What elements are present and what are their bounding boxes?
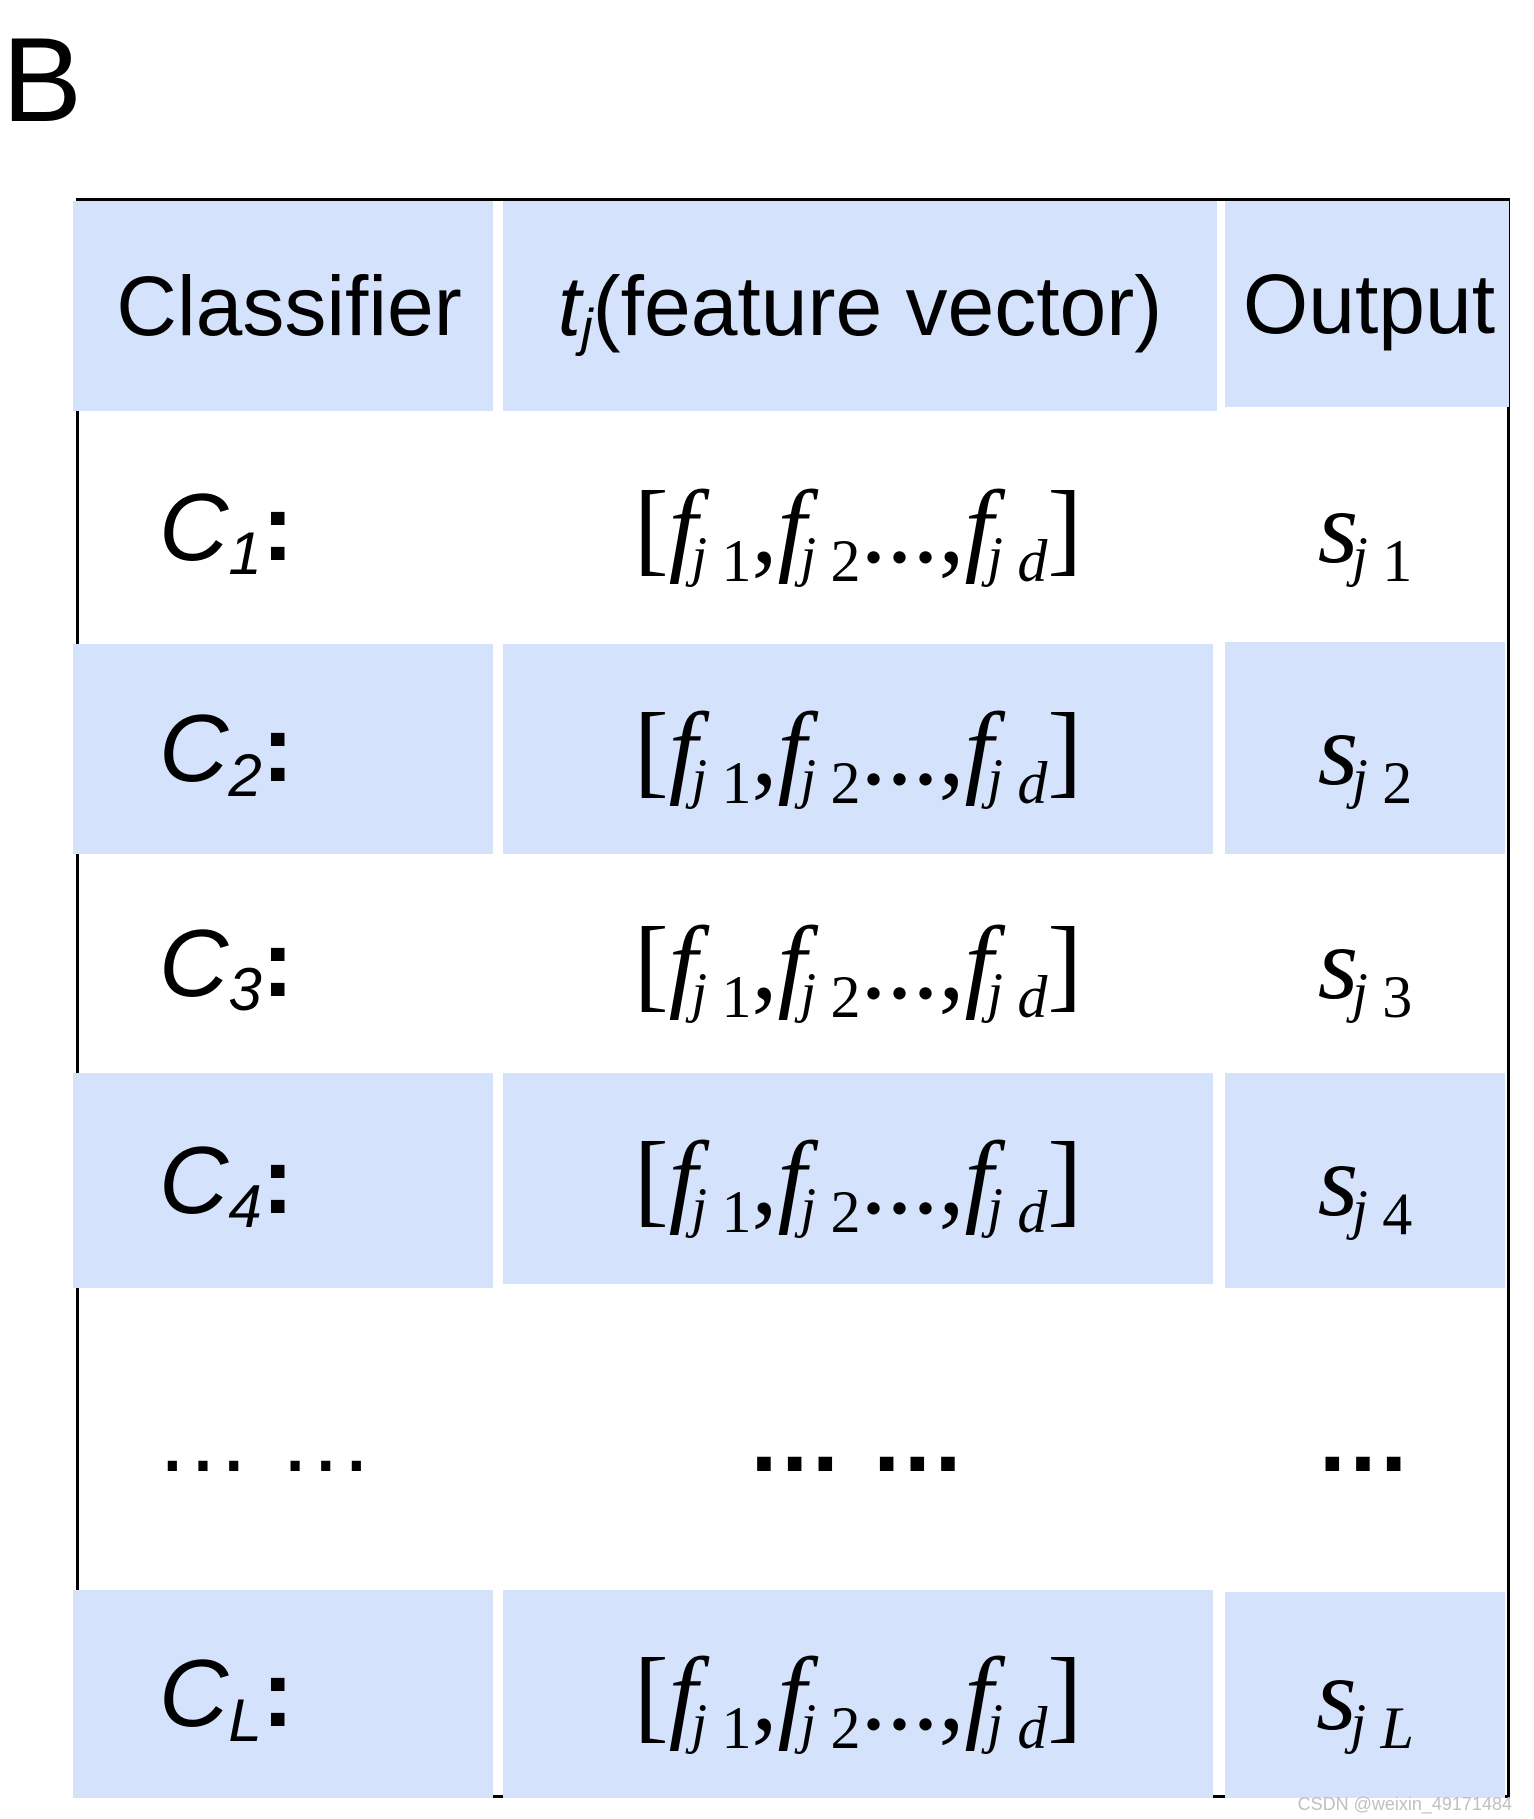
row-band-feature: [503, 1073, 1213, 1284]
row-band-classifier: [73, 1073, 493, 1288]
header-output: Output: [1242, 256, 1496, 351]
row-band-output: [1225, 1073, 1505, 1288]
header-band-output: [1225, 201, 1509, 407]
header-band-classifier: [73, 201, 493, 411]
header-classifier: Classifier: [116, 258, 462, 353]
row-band-output: [1225, 1592, 1505, 1798]
row-band-output: [1225, 642, 1505, 854]
panel-label: B: [2, 13, 83, 147]
ellipsis-classifier: ... ...: [159, 1385, 374, 1492]
watermark: CSDN @weixin_49171484: [1297, 1794, 1512, 1814]
row-band-classifier: [73, 644, 493, 854]
row-band-feature: [503, 1590, 1213, 1798]
header-band-feature: [503, 201, 1217, 411]
row-band-feature: [503, 644, 1213, 854]
ellipsis-output: ...: [1318, 1385, 1411, 1492]
row-band-classifier: [73, 1590, 493, 1798]
ellipsis-feature-vector: ... ...: [750, 1385, 966, 1492]
